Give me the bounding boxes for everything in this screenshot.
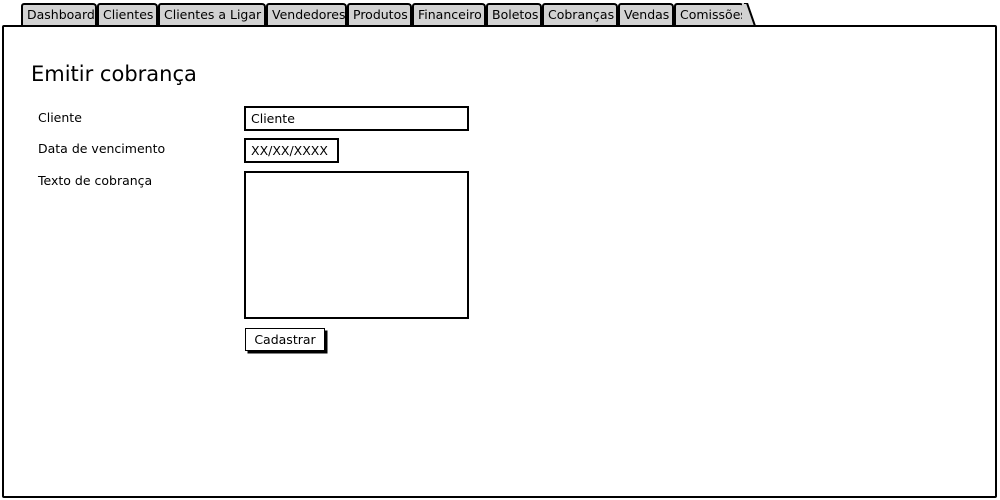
tab-label: Vendas <box>624 7 670 22</box>
tab-dashboard[interactable]: Dashboard <box>21 3 97 26</box>
tab-vendas[interactable]: Vendas <box>618 3 674 26</box>
tab-label: Boletos <box>492 7 539 22</box>
tab-produtos[interactable]: Produtos <box>347 3 412 26</box>
tab-label: Clientes a Ligar <box>164 7 262 22</box>
page-title: Emitir cobrança <box>31 62 197 86</box>
tab-bar: Dashboard Clientes Clientes a Ligar Vend… <box>0 0 1000 28</box>
content-panel <box>2 25 997 498</box>
tab-label: Produtos <box>353 7 408 22</box>
tab-label: Dashboard <box>27 7 95 22</box>
cadastrar-button[interactable]: Cadastrar <box>245 328 325 351</box>
tab-clientes[interactable]: Clientes <box>97 3 158 26</box>
tab-clientes-a-ligar[interactable]: Clientes a Ligar <box>158 3 266 26</box>
cliente-label: Cliente <box>38 110 82 125</box>
tab-financeiro[interactable]: Financeiro <box>412 3 486 26</box>
tab-label: Cobranças <box>548 7 615 22</box>
cliente-input[interactable] <box>244 106 469 131</box>
data-vencimento-input[interactable] <box>244 138 339 163</box>
tab-boletos[interactable]: Boletos <box>486 3 542 26</box>
texto-cobranca-label: Texto de cobrança <box>38 173 153 188</box>
tab-edge-decoration <box>742 3 756 26</box>
tab-label: Comissões <box>680 7 744 22</box>
data-vencimento-label: Data de vencimento <box>38 141 166 156</box>
tab-cobrancas[interactable]: Cobranças <box>542 3 618 26</box>
tab-comissoes[interactable]: Comissões <box>674 3 744 26</box>
tab-label: Clientes <box>103 7 154 22</box>
texto-cobranca-textarea[interactable] <box>244 171 469 319</box>
tab-label: Financeiro <box>418 7 482 22</box>
tab-vendedores[interactable]: Vendedores <box>266 3 347 26</box>
tab-label: Vendedores <box>272 7 346 22</box>
